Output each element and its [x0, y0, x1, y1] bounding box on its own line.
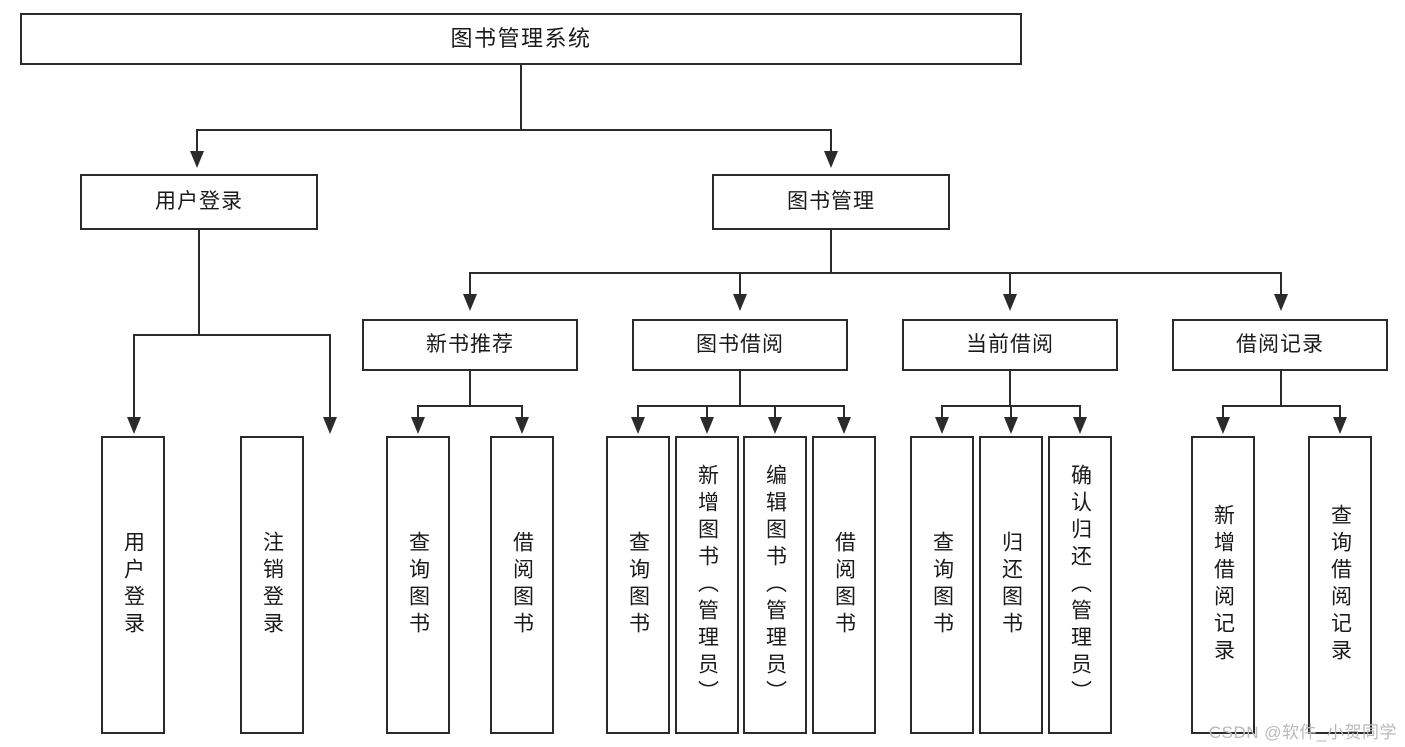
- node-label: 归还图书: [999, 531, 1023, 639]
- node-label: 借阅图书: [510, 531, 534, 639]
- edge-br-stem: [1280, 371, 1282, 407]
- watermark: CSDN @软件_小贺同学: [1208, 723, 1397, 742]
- arrowhead-leaf-query-book-1: [411, 417, 425, 434]
- node-leaf-query-book-3[interactable]: 查询图书: [910, 436, 974, 734]
- node-label: 确认归还（管理员）: [1068, 463, 1092, 707]
- arrowhead-current-borrow: [1003, 294, 1017, 311]
- edge-root-to-user-login: [196, 129, 198, 153]
- arrowhead-leaf-confirm-return: [1073, 417, 1087, 434]
- arrowhead-leaf-borrow-book-1: [515, 417, 529, 434]
- arrowhead-borrow-record: [1274, 294, 1288, 311]
- node-leaf-user-login[interactable]: 用户登录: [101, 436, 165, 734]
- edge-cb-leg-2: [1010, 405, 1012, 419]
- edge-cb-leg-1: [941, 405, 943, 419]
- node-label: 新增图书（管理员）: [695, 463, 719, 707]
- node-label: 查询借阅记录: [1328, 504, 1352, 666]
- edge-bm-leg-1: [469, 272, 471, 296]
- node-root-book-management-system[interactable]: 图书管理系统: [20, 13, 1022, 65]
- edge-root-to-book-management: [830, 129, 832, 153]
- node-book-borrow[interactable]: 图书借阅: [632, 319, 848, 371]
- edge-bm-leg-2: [739, 272, 741, 296]
- node-label: 借阅图书: [832, 531, 856, 639]
- node-current-borrow[interactable]: 当前借阅: [902, 319, 1118, 371]
- node-label: 借阅记录: [1236, 332, 1324, 356]
- edge-bm-leg-4: [1280, 272, 1282, 296]
- arrowhead-root-to-book-management: [824, 151, 838, 168]
- edge-bb-leg-2: [706, 405, 708, 419]
- node-book-management[interactable]: 图书管理: [712, 174, 950, 230]
- edge-cb-leg-3: [1079, 405, 1081, 419]
- node-leaf-confirm-return[interactable]: 确认归还（管理员）: [1048, 436, 1112, 734]
- arrowhead-new-book-recommend: [463, 294, 477, 311]
- edge-nbr-leg-2: [521, 405, 523, 419]
- edge-user-login-leg-2: [329, 334, 331, 419]
- edge-bb-leg-1: [637, 405, 639, 419]
- arrowhead-leaf-query-book-2: [631, 417, 645, 434]
- arrowhead-leaf-return-book: [1004, 417, 1018, 434]
- node-user-login[interactable]: 用户登录: [80, 174, 318, 230]
- edge-user-login-bus: [133, 334, 331, 336]
- arrowhead-leaf-borrow-book-2: [837, 417, 851, 434]
- edge-br-leg-1: [1222, 405, 1224, 419]
- edge-root-stem: [520, 65, 522, 130]
- arrowhead-leaf-edit-book: [768, 417, 782, 434]
- node-label: 查询图书: [626, 531, 650, 639]
- node-leaf-query-record[interactable]: 查询借阅记录: [1308, 436, 1372, 734]
- edge-user-login-stem: [198, 230, 200, 336]
- edge-cb-stem: [1009, 371, 1011, 407]
- node-leaf-edit-book[interactable]: 编辑图书（管理员）: [743, 436, 807, 734]
- node-borrow-record[interactable]: 借阅记录: [1172, 319, 1388, 371]
- edge-nbr-stem: [469, 371, 471, 407]
- arrowhead-leaf-add-record: [1216, 417, 1230, 434]
- edge-bb-leg-3: [774, 405, 776, 419]
- edge-bm-leg-3: [1009, 272, 1011, 296]
- node-label: 注销登录: [260, 531, 284, 639]
- node-leaf-borrow-book-1[interactable]: 借阅图书: [490, 436, 554, 734]
- edge-bb-bus: [637, 405, 845, 407]
- edge-nbr-bus: [417, 405, 522, 407]
- node-leaf-borrow-book-2[interactable]: 借阅图书: [812, 436, 876, 734]
- edge-bb-stem: [739, 371, 741, 407]
- arrowhead-leaf-query-record: [1333, 417, 1347, 434]
- arrowhead-leaf-add-book: [700, 417, 714, 434]
- node-leaf-add-book[interactable]: 新增图书（管理员）: [675, 436, 739, 734]
- edge-book-management-stem: [830, 230, 832, 274]
- edge-book-management-bus: [469, 272, 1282, 274]
- node-leaf-query-book-1[interactable]: 查询图书: [386, 436, 450, 734]
- edge-br-leg-2: [1339, 405, 1341, 419]
- node-new-book-recommend[interactable]: 新书推荐: [362, 319, 578, 371]
- node-label: 图书管理: [787, 189, 875, 213]
- arrowhead-root-to-user-login: [190, 151, 204, 168]
- edge-bb-leg-4: [843, 405, 845, 419]
- node-leaf-add-record[interactable]: 新增借阅记录: [1191, 436, 1255, 734]
- node-label: 图书管理系统: [450, 26, 592, 52]
- node-leaf-query-book-2[interactable]: 查询图书: [606, 436, 670, 734]
- node-label: 新增借阅记录: [1211, 504, 1235, 666]
- arrowhead-book-borrow: [733, 294, 747, 311]
- node-leaf-logout[interactable]: 注销登录: [240, 436, 304, 734]
- arrowhead-leaf-logout: [323, 417, 337, 434]
- node-label: 当前借阅: [966, 332, 1054, 356]
- node-label: 编辑图书（管理员）: [763, 463, 787, 707]
- edge-root-bus: [196, 129, 832, 131]
- edge-nbr-leg-1: [417, 405, 419, 419]
- node-label: 新书推荐: [426, 332, 514, 356]
- edge-user-login-leg-1: [133, 334, 135, 419]
- arrowhead-leaf-user-login: [127, 417, 141, 434]
- edge-br-bus: [1222, 405, 1340, 407]
- node-label: 查询图书: [930, 531, 954, 639]
- node-label: 查询图书: [406, 531, 430, 639]
- node-label: 用户登录: [121, 531, 145, 639]
- node-leaf-return-book[interactable]: 归还图书: [979, 436, 1043, 734]
- node-label: 用户登录: [155, 189, 243, 213]
- arrowhead-leaf-query-book-3: [935, 417, 949, 434]
- node-label: 图书借阅: [696, 332, 784, 356]
